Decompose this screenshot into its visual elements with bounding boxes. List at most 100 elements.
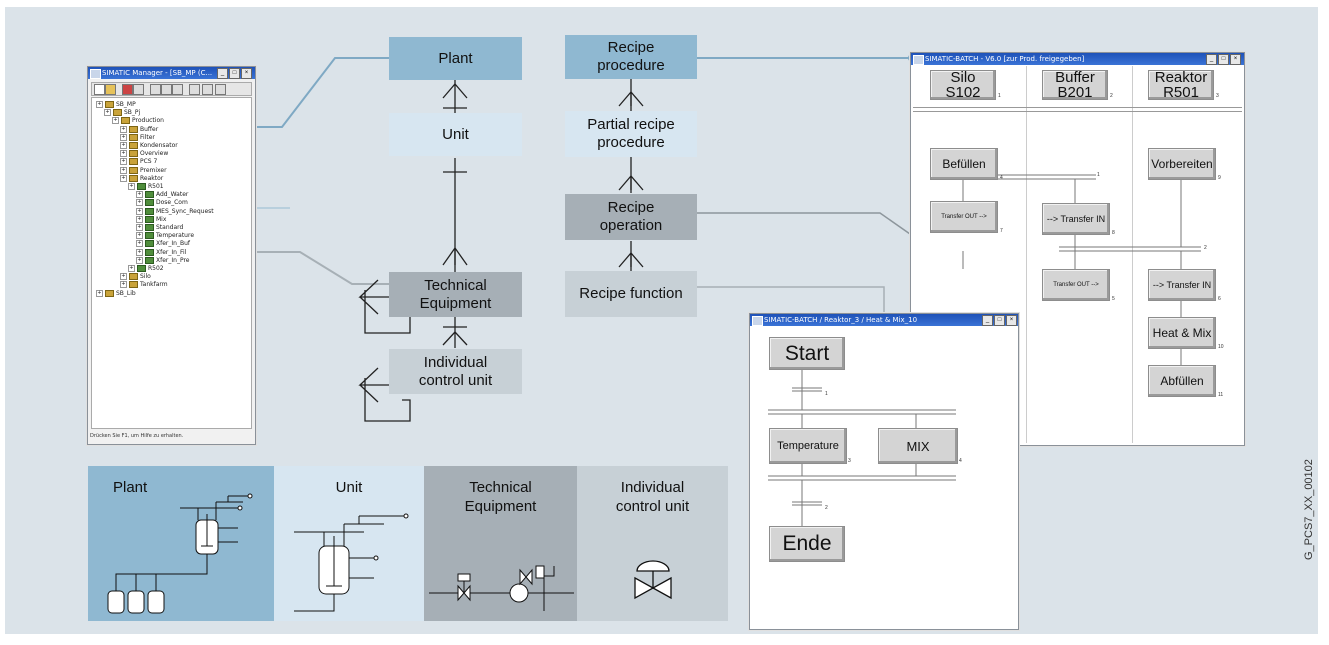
tree-item-label: MES_Sync_Request bbox=[156, 207, 214, 215]
close-button[interactable]: × bbox=[1006, 315, 1017, 326]
tree-item[interactable]: +Mix bbox=[136, 215, 166, 223]
expand-icon[interactable]: + bbox=[120, 150, 127, 158]
memory-card-icon[interactable] bbox=[133, 84, 144, 95]
step-mix[interactable]: MIX bbox=[878, 428, 958, 464]
step-temperature[interactable]: Temperature bbox=[769, 428, 847, 464]
tree-item[interactable]: +Silo bbox=[120, 273, 151, 281]
expand-icon[interactable]: + bbox=[136, 215, 143, 223]
expand-icon[interactable]: + bbox=[136, 199, 143, 207]
open-icon[interactable] bbox=[105, 84, 116, 95]
step-abfuellen[interactable]: Abfüllen bbox=[1148, 365, 1216, 397]
tree-item-label: R501 bbox=[148, 183, 164, 190]
expand-icon[interactable]: + bbox=[120, 125, 127, 133]
minimize-button[interactable]: _ bbox=[982, 315, 993, 326]
minimize-button[interactable]: _ bbox=[217, 68, 228, 79]
step-start[interactable]: Start bbox=[769, 337, 845, 370]
tree-item-label: SB_Lib bbox=[116, 289, 136, 297]
tree-item[interactable]: +Reaktor bbox=[120, 174, 163, 182]
expand-icon[interactable]: + bbox=[136, 207, 143, 215]
expand-icon[interactable]: + bbox=[136, 191, 143, 199]
details-icon[interactable] bbox=[215, 84, 226, 95]
expand-icon[interactable]: + bbox=[120, 281, 127, 289]
maximize-button[interactable]: □ bbox=[229, 68, 240, 79]
expand-icon[interactable]: + bbox=[96, 101, 103, 108]
legend-individual-control-unit-label: Individual control unit bbox=[615, 479, 690, 515]
step-vorbereiten[interactable]: Vorbereiten bbox=[1148, 148, 1216, 180]
tree-item[interactable]: +Xfer_In_Buf bbox=[136, 240, 190, 248]
tree-item[interactable]: +Filter bbox=[120, 133, 155, 141]
step-number: 8 bbox=[1112, 230, 1115, 236]
expand-icon[interactable]: + bbox=[120, 273, 127, 281]
step-label: Start bbox=[784, 341, 830, 365]
tree-item[interactable]: +Kondensator bbox=[120, 142, 178, 149]
tree-item[interactable]: +SB_Pj bbox=[104, 109, 140, 117]
step-label: Befüllen bbox=[942, 157, 986, 171]
tree-item[interactable]: +Xfer_In_Fil bbox=[136, 248, 186, 256]
tree-item[interactable]: + SB_Lib bbox=[96, 289, 136, 297]
download-icon[interactable] bbox=[189, 84, 200, 95]
step-transfer-out-2[interactable]: Transfer OUT --> bbox=[1042, 269, 1110, 301]
step-heat-mix[interactable]: Heat & Mix bbox=[1148, 317, 1216, 349]
expand-icon[interactable]: + bbox=[120, 142, 127, 149]
view-icon[interactable] bbox=[202, 84, 213, 95]
expand-icon[interactable]: + bbox=[128, 265, 135, 272]
maximize-button[interactable]: □ bbox=[1218, 54, 1229, 65]
step-transfer-in-2[interactable]: --> Transfer IN bbox=[1148, 269, 1216, 301]
step-number: 9 bbox=[1218, 175, 1221, 181]
unit-icon bbox=[294, 513, 409, 612]
tree-item[interactable]: +SB_MP bbox=[96, 101, 136, 108]
step-befuellen[interactable]: Befüllen bbox=[930, 148, 998, 180]
expand-icon[interactable]: + bbox=[104, 109, 111, 117]
cut-icon[interactable] bbox=[150, 84, 161, 95]
maximize-button[interactable]: □ bbox=[994, 315, 1005, 326]
expand-icon[interactable]: + bbox=[136, 256, 143, 264]
close-button[interactable]: × bbox=[1230, 54, 1241, 65]
tree-item[interactable]: +Premixer bbox=[120, 166, 167, 174]
accessible-nodes-icon[interactable] bbox=[122, 84, 133, 95]
expand-icon[interactable]: + bbox=[136, 240, 143, 248]
step-number: 4 bbox=[1000, 175, 1003, 181]
step-number: 11 bbox=[1218, 392, 1224, 398]
expand-icon[interactable]: + bbox=[128, 183, 135, 190]
step-transfer-out-1[interactable]: Transfer OUT --> bbox=[930, 201, 998, 233]
tree-item[interactable]: +Dose_Com bbox=[136, 199, 188, 207]
close-button[interactable]: × bbox=[241, 68, 252, 79]
step-transfer-in-1[interactable]: --> Transfer IN bbox=[1042, 203, 1110, 235]
expand-icon[interactable]: + bbox=[120, 174, 127, 182]
tree-item[interactable]: +Xfer_In_Pre bbox=[136, 256, 190, 264]
expand-icon[interactable]: + bbox=[112, 117, 119, 125]
new-icon[interactable] bbox=[94, 84, 105, 95]
legend-plant-label: Plant bbox=[113, 479, 148, 496]
tree-item[interactable]: +Standard bbox=[136, 224, 183, 231]
expand-icon[interactable]: + bbox=[96, 289, 103, 297]
minimize-button[interactable]: _ bbox=[1206, 54, 1217, 65]
expand-icon[interactable]: + bbox=[136, 232, 143, 240]
app-icon bbox=[752, 316, 763, 326]
tree-item[interactable]: +Buffer bbox=[120, 125, 158, 133]
tree-item[interactable]: +R502 bbox=[128, 265, 164, 272]
step-ende[interactable]: Ende bbox=[769, 526, 845, 562]
expand-icon[interactable]: + bbox=[136, 224, 143, 231]
tree-item[interactable]: +PCS 7 bbox=[120, 158, 157, 166]
manager-status-bar: Drücken Sie F1, um Hilfe zu erhalten. bbox=[90, 433, 184, 439]
tree-item[interactable]: + MES_Sync_Request bbox=[136, 207, 214, 215]
project-tree: +SB_MP+SB_Pj+Production+Buffer+Filter+Ko… bbox=[91, 97, 252, 429]
hierarchy-plant-box: Plant bbox=[389, 37, 522, 80]
tree-item[interactable]: + R501 bbox=[128, 183, 164, 190]
expand-icon[interactable]: + bbox=[136, 248, 143, 256]
folder-icon bbox=[145, 191, 154, 199]
expand-icon[interactable]: + bbox=[120, 133, 127, 141]
operation-title: SIMATIC-BATCH / Reaktor_3 / Heat & Mix_1… bbox=[764, 316, 918, 324]
expand-icon[interactable]: + bbox=[120, 158, 127, 166]
expand-icon[interactable]: + bbox=[120, 166, 127, 174]
tree-item[interactable]: +Add_Water bbox=[136, 191, 188, 199]
paste-icon[interactable] bbox=[172, 84, 183, 95]
tree-item[interactable]: +Tankfarm bbox=[120, 281, 168, 289]
tree-item[interactable]: +Overview bbox=[120, 150, 168, 158]
copy-icon[interactable] bbox=[161, 84, 172, 95]
tree-item[interactable]: +Temperature bbox=[136, 232, 194, 240]
tree-item[interactable]: +Production bbox=[112, 117, 164, 125]
